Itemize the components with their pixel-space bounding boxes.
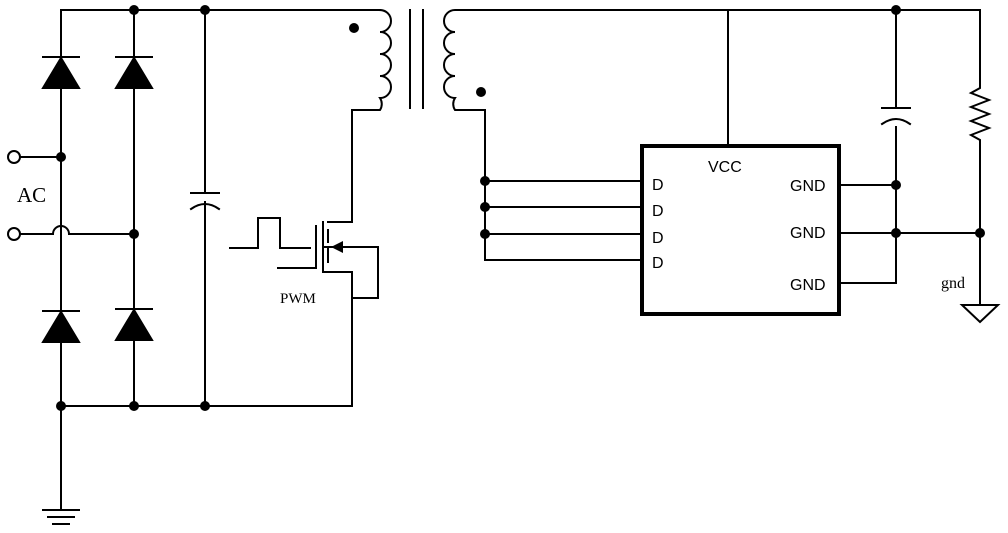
diode-d1 <box>41 56 81 89</box>
pwm-drive: PWM <box>229 217 316 307</box>
bridge-right-column <box>114 9 154 407</box>
gnd-wires <box>838 5 985 284</box>
ic-pin-d-2: D <box>652 203 664 220</box>
secondary-polarity-dot <box>476 87 486 97</box>
primary-junctions <box>56 5 210 411</box>
ac-terminal-bottom <box>7 227 21 241</box>
diode-d2 <box>114 56 154 89</box>
secondary-ground-symbol: gnd <box>941 275 1001 324</box>
gnd-label: gnd <box>941 275 965 292</box>
primary-side: AC <box>7 5 424 525</box>
ic-body <box>640 144 841 316</box>
ac-terminal-top <box>7 150 21 164</box>
ic-pin-d-3: D <box>652 230 664 247</box>
mosfet-switch <box>277 221 379 407</box>
ic-pin-gnd-1: GND <box>790 178 826 195</box>
output-capacitor <box>880 9 912 126</box>
ic-pin-d-4: D <box>652 255 664 272</box>
load-resistor <box>968 9 992 306</box>
mosfet-body-arrow <box>331 241 343 253</box>
pwm-label: PWM <box>280 291 316 307</box>
pwm-pulse-waveform <box>229 217 311 249</box>
secondary-side: VCC D D D D GND GND GND <box>443 5 1001 324</box>
bulk-capacitor <box>189 9 221 407</box>
diode-d4 <box>114 308 154 341</box>
ac-input: AC <box>7 150 135 241</box>
primary-ground-symbol <box>42 509 80 525</box>
primary-winding <box>349 8 392 221</box>
drain-wires <box>480 176 643 239</box>
secondary-winding <box>443 9 981 261</box>
ic-pin-gnd-2: GND <box>790 225 826 242</box>
ic-pin-gnd-3: GND <box>790 277 826 294</box>
driver-ic: VCC D D D D GND GND GND <box>640 144 841 316</box>
transformer-core <box>409 9 424 109</box>
ac-label: AC <box>17 183 46 207</box>
bridge-left-column <box>41 9 81 511</box>
diode-d3 <box>41 310 81 343</box>
ic-vcc-label: VCC <box>708 159 742 176</box>
primary-polarity-dot <box>349 23 359 33</box>
ic-pin-d-1: D <box>652 177 664 194</box>
